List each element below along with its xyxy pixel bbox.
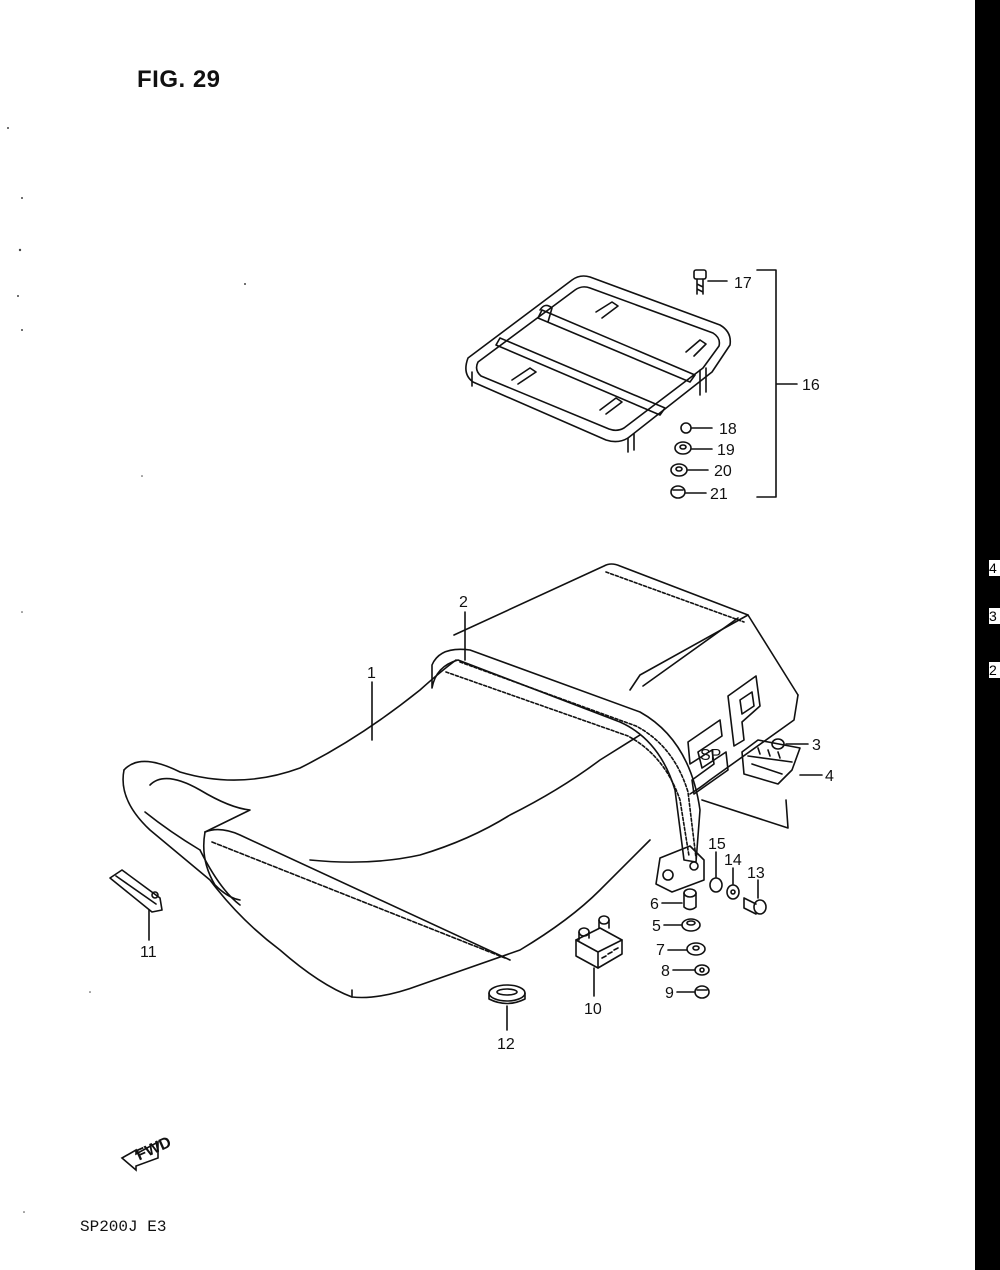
callout-21: 21 [710, 486, 728, 503]
washer-20-icon [670, 463, 709, 477]
callout-15: 15 [708, 836, 726, 853]
page-edge-bar [975, 0, 1000, 1270]
edge-label-3: 2 [989, 662, 1000, 678]
callout-5: 5 [652, 918, 661, 935]
callout-10: 10 [584, 1001, 602, 1018]
callout-9: 9 [665, 985, 674, 1002]
seat-logo-text: SP [700, 747, 721, 764]
edge-label-1: 4 [989, 560, 1000, 576]
washer-7-icon [667, 942, 706, 956]
callout-2: 2 [459, 594, 468, 611]
collar-18-icon [680, 422, 713, 434]
grommet-12-icon [488, 984, 526, 1031]
model-code: SP200J E3 [80, 1218, 167, 1236]
carrier-bolt-17-icon [693, 269, 728, 295]
callout-4: 4 [825, 768, 834, 785]
bolt-13-icon [743, 879, 767, 915]
callout-6: 6 [650, 896, 659, 913]
washer-14-icon [726, 867, 740, 900]
luggage-carrier [465, 275, 732, 453]
callout-8: 8 [661, 963, 670, 980]
cushion-4-icon [701, 739, 823, 829]
callout-19: 19 [717, 442, 735, 459]
forward-arrow-icon: FWD [120, 1134, 174, 1172]
callout-11: 11 [140, 944, 157, 961]
cushion-5-icon [663, 918, 701, 932]
washer-15-icon [709, 851, 723, 893]
assembly-bracket-16 [756, 269, 798, 498]
seat-logo [687, 675, 761, 795]
scan-specks [7, 127, 246, 1213]
callout-3: 3 [812, 737, 821, 754]
seat-hook-11-icon [109, 869, 163, 941]
callout-14: 14 [724, 852, 742, 869]
callout-17: 17 [734, 275, 752, 292]
nut-21-icon [670, 485, 707, 499]
callout-labels: 1 2 3 4 5 6 7 8 9 10 11 12 13 14 15 16 1… [140, 275, 834, 1053]
callout-20: 20 [714, 463, 732, 480]
nut-9-icon [676, 985, 710, 999]
callout-18: 18 [719, 421, 737, 438]
cushion-10-icon [575, 915, 623, 997]
grommet-3-icon [771, 738, 809, 750]
callout-1: 1 [367, 665, 376, 682]
figure-title: FIG. 29 [137, 66, 221, 93]
seat-assembly [122, 563, 799, 999]
callout-13: 13 [747, 865, 765, 882]
callout-16: 16 [802, 377, 820, 394]
washer-8-icon [672, 964, 710, 976]
seat-strap [431, 648, 705, 893]
edge-label-2: 3 [989, 608, 1000, 624]
cushion-19-icon [674, 441, 713, 455]
collar-6-icon [661, 888, 697, 911]
callout-12: 12 [497, 1036, 515, 1053]
callout-7: 7 [656, 942, 665, 959]
parts-diagram: FWD SP 1 2 3 4 5 6 7 8 9 10 11 12 13 14 … [7, 127, 834, 1213]
